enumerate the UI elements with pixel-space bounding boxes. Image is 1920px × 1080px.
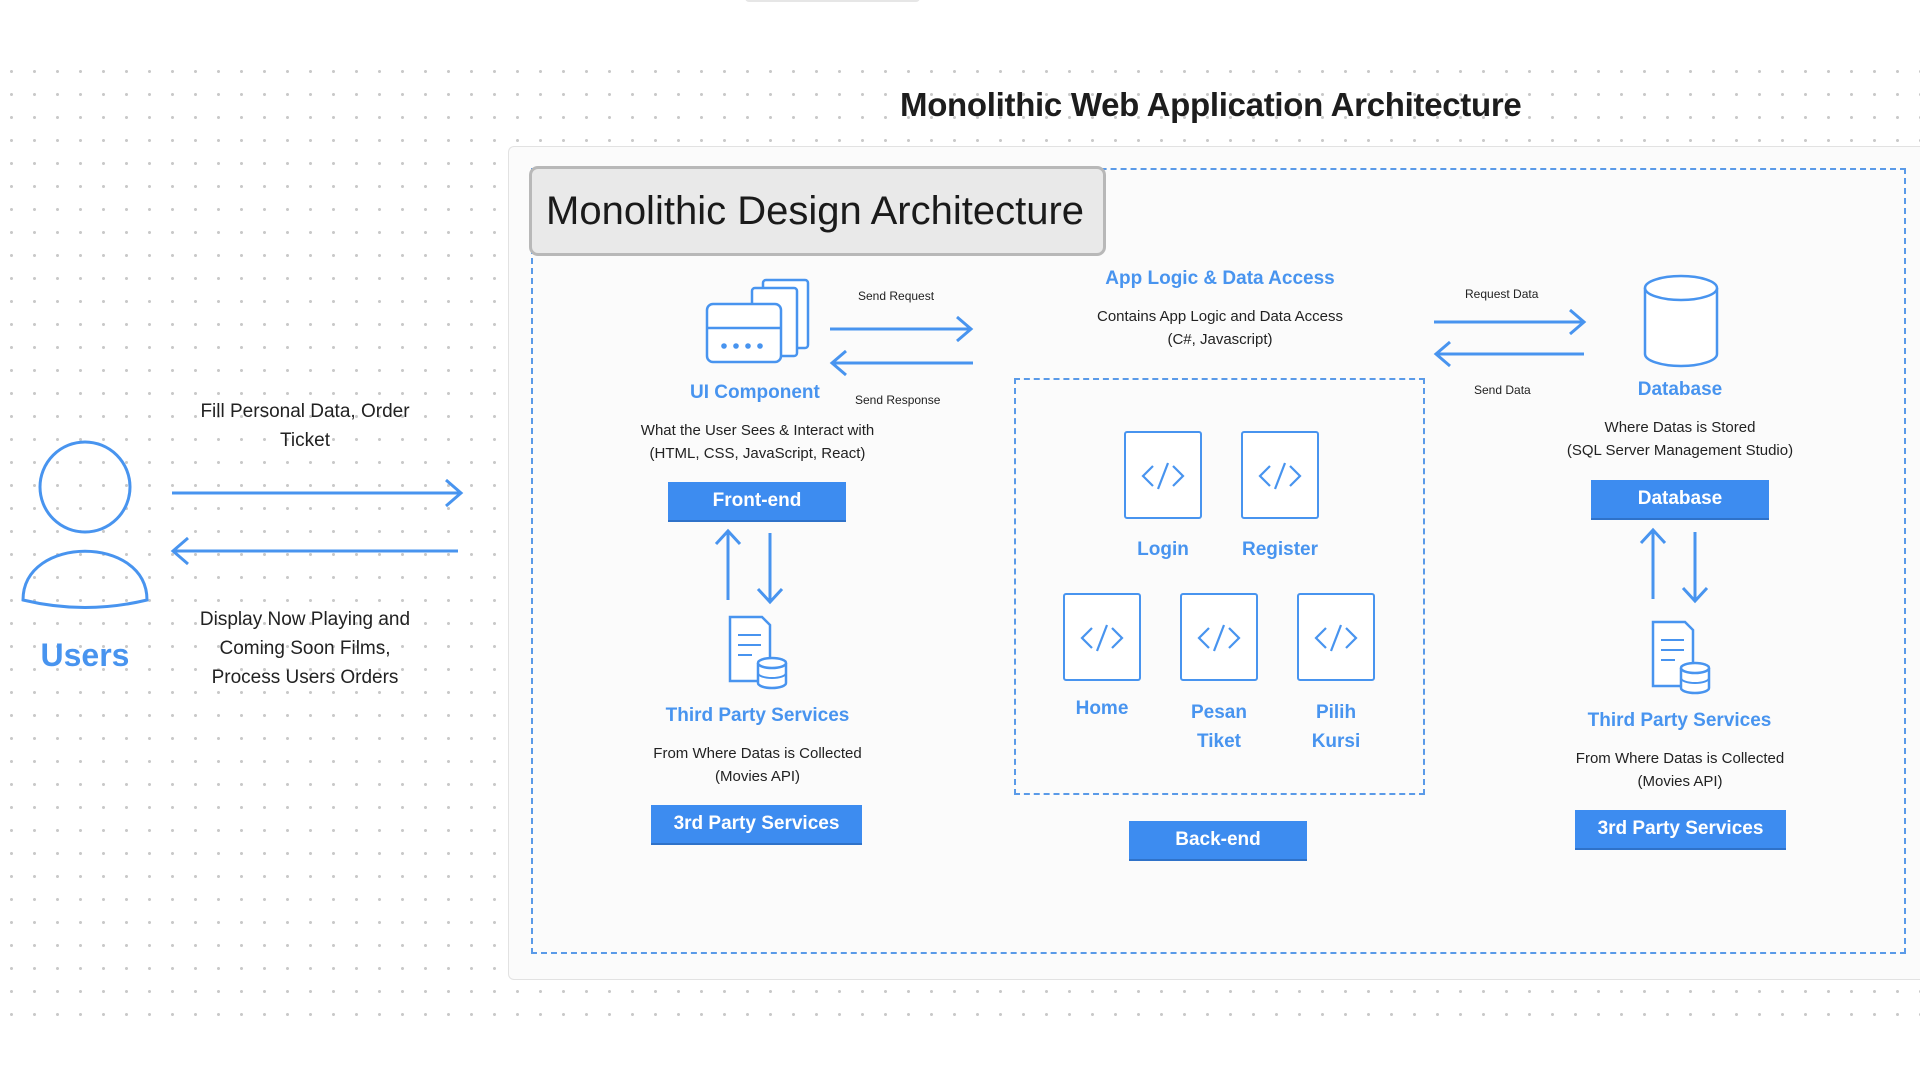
- users-response-line: Coming Soon Films,: [219, 638, 391, 659]
- code-icon: [1180, 593, 1258, 681]
- code-icon: [1063, 593, 1141, 681]
- database-heading: Database: [1637, 379, 1723, 400]
- module-label-line: Pilih: [1315, 702, 1357, 723]
- users-response-arrow: [170, 536, 458, 566]
- toolbar-tab[interactable]: [745, 0, 920, 2]
- send-request-arrow: [830, 315, 974, 343]
- send-response-arrow: [829, 349, 973, 377]
- module-label-line: Pesan: [1191, 702, 1247, 723]
- third-party-right-button[interactable]: 3rd Party Services: [1575, 810, 1786, 848]
- users-response-line: Display Now Playing and: [199, 609, 411, 630]
- module-label: Pesan Tiket: [1159, 698, 1279, 756]
- module-label: Login: [1137, 539, 1189, 560]
- module-label: Pilih Kursi: [1276, 698, 1396, 756]
- ui-component-icon: [705, 278, 810, 364]
- backend-desc-line: Contains App Logic and Data Access: [1097, 308, 1343, 325]
- module-label: Register: [1241, 539, 1319, 560]
- users-request-arrow: [172, 478, 464, 508]
- third-party-left-desc-line: (Movies API): [714, 768, 801, 785]
- frontend-desc-line: What the User Sees & Interact with: [640, 422, 875, 439]
- frontend-heading: UI Component: [690, 382, 820, 403]
- module-label-line: Tiket: [1196, 731, 1241, 752]
- frontend-thirdparty-arrows: [714, 528, 784, 605]
- request-data-arrow: [1434, 308, 1587, 336]
- third-party-left-desc-line: From Where Datas is Collected: [653, 745, 862, 762]
- users-label: Users: [40, 637, 130, 673]
- code-icon: [1124, 431, 1202, 519]
- monolith-boundary: [531, 168, 1906, 954]
- database-button[interactable]: Database: [1591, 480, 1769, 518]
- send-data-arrow: [1433, 340, 1584, 368]
- code-icon: [1241, 431, 1319, 519]
- users-response-text: Display Now Playing and Coming Soon Film…: [180, 605, 430, 692]
- module-label-line: Kursi: [1311, 731, 1361, 752]
- third-party-left-heading: Third Party Services: [665, 705, 850, 726]
- users-response-line: Process Users Orders: [211, 667, 399, 688]
- database-desc-line: Where Datas is Stored: [1604, 419, 1756, 436]
- third-party-left-description: From Where Datas is Collected (Movies AP…: [615, 742, 900, 788]
- request-data-label: Request Data: [1465, 287, 1539, 301]
- backend-modules-container: [1014, 378, 1425, 795]
- page-title: Monolithic Web Application Architecture: [900, 86, 1522, 123]
- frontend-desc-line: (HTML, CSS, JavaScript, React): [649, 445, 866, 462]
- third-party-right-desc-line: (Movies API): [1637, 773, 1723, 790]
- send-response-label: Send Response: [855, 393, 941, 407]
- users-request-line: Fill Personal Data, Order: [200, 401, 410, 422]
- frontend-button[interactable]: Front-end: [668, 482, 846, 520]
- send-data-label: Send Data: [1474, 383, 1531, 397]
- code-icon: [1297, 593, 1375, 681]
- design-title-text: Monolithic Design Architecture: [546, 188, 1085, 233]
- third-party-right-desc-line: From Where Datas is Collected: [1575, 750, 1785, 767]
- database-desc-line: (SQL Server Management Studio): [1566, 442, 1794, 459]
- backend-desc-line: (C#, Javascript): [1167, 331, 1273, 348]
- design-title[interactable]: Monolithic Design Architecture: [529, 166, 1106, 256]
- database-description: Where Datas is Stored (SQL Server Manage…: [1530, 416, 1830, 462]
- users-request-line: Ticket: [280, 430, 330, 451]
- third-party-right-description: From Where Datas is Collected (Movies AP…: [1530, 747, 1830, 793]
- third-party-icon: [1651, 620, 1711, 695]
- backend-button[interactable]: Back-end: [1129, 821, 1307, 859]
- users-request-text: Fill Personal Data, Order Ticket: [180, 397, 430, 455]
- frontend-description: What the User Sees & Interact with (HTML…: [615, 419, 900, 465]
- module-label: Home: [1075, 698, 1129, 719]
- database-icon: [1643, 274, 1719, 368]
- third-party-icon: [728, 615, 788, 690]
- backend-heading: App Logic & Data Access: [1105, 268, 1335, 289]
- send-request-label: Send Request: [858, 289, 935, 303]
- user-icon: [21, 440, 149, 609]
- third-party-left-button[interactable]: 3rd Party Services: [651, 805, 862, 843]
- third-party-right-heading: Third Party Services: [1587, 710, 1772, 731]
- backend-description: Contains App Logic and Data Access (C#, …: [1060, 305, 1380, 351]
- database-thirdparty-arrows: [1639, 527, 1709, 604]
